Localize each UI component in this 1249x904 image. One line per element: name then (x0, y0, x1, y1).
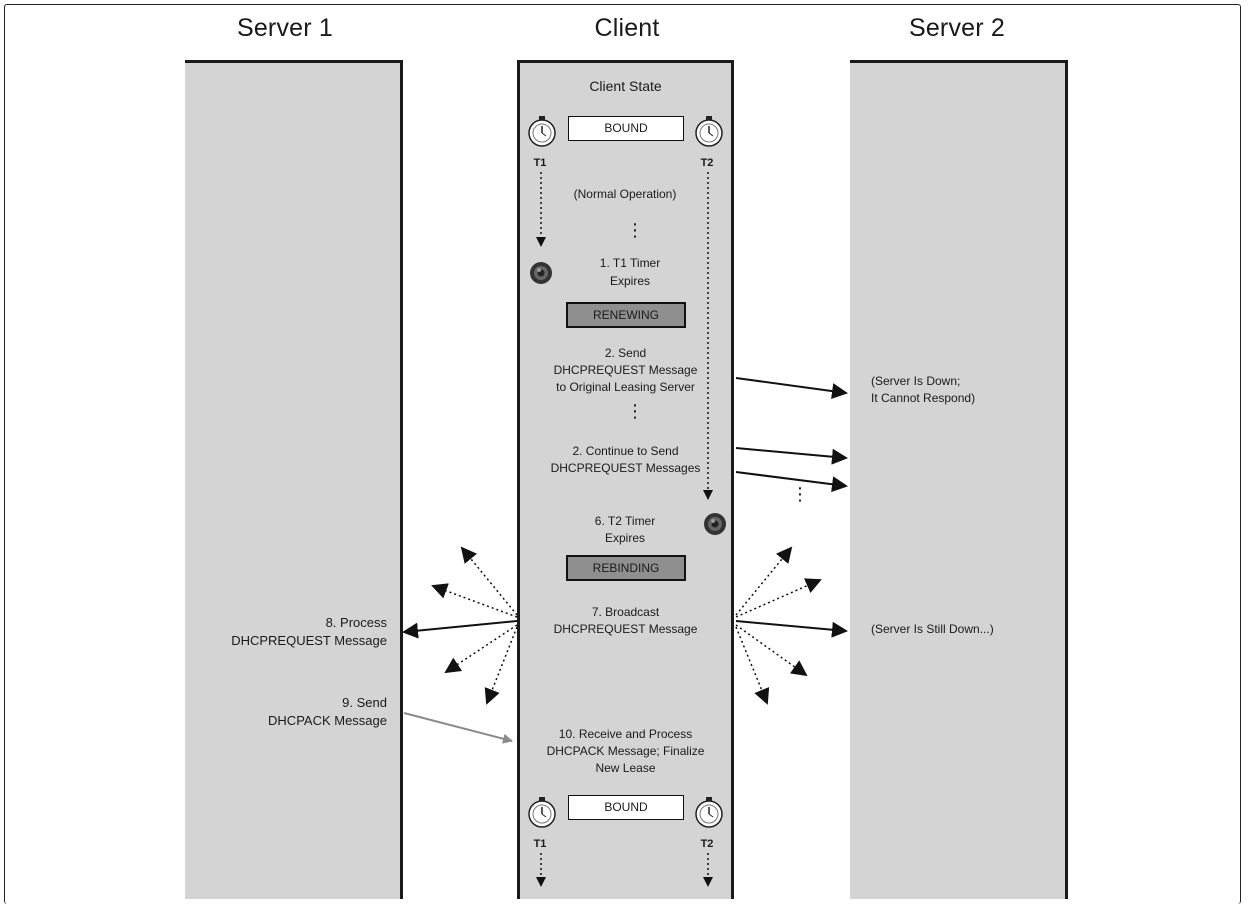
t1-label: T1 (533, 157, 547, 169)
server2-down-line2: It Cannot Respond) (871, 391, 976, 405)
step10-line1: 10. Receive and Process (558, 727, 693, 741)
step6-line2: Expires (604, 531, 645, 545)
dhcpack-arrow (403, 712, 513, 744)
step7-line2: DHCPREQUEST Message (553, 622, 698, 636)
step1-line2: Expires (609, 274, 650, 288)
server2-still-down: (Server Is Still Down...) (871, 622, 994, 636)
request-arrow-2 (735, 447, 848, 465)
step8-line1: 8. Process (325, 615, 387, 630)
client-state-heading: Client State (589, 78, 662, 94)
server1-title: Server 1 (236, 14, 334, 42)
step2b-line2: DHCPREQUEST Messages (550, 461, 701, 475)
server2-title: Server 2 (908, 14, 1006, 42)
broadcast-dotted-right-2 (735, 578, 822, 618)
server1-panel (185, 60, 403, 899)
stopwatch-icon-t1-top (528, 115, 556, 147)
state-renewing: RENEWING (566, 302, 686, 328)
step9-line2: DHCPACK Message (268, 713, 387, 728)
expired-timer-icon-t2 (704, 513, 726, 535)
step2-line2: DHCPREQUEST Message (553, 363, 698, 377)
expired-timer-icon-t1 (530, 262, 552, 284)
broadcast-dotted-right-4 (735, 626, 770, 705)
broadcast-dotted-right-3 (735, 624, 808, 677)
step9-line1: 9. Send (342, 695, 387, 710)
client-panel (517, 60, 734, 899)
step10-line2: DHCPACK Message; Finalize (546, 744, 705, 758)
client-title: Client (594, 14, 660, 42)
broadcast-dotted-left-2 (431, 583, 518, 618)
broadcast-arrow-server2 (735, 620, 848, 638)
step1-line1: 1. T1 Timer (599, 256, 661, 270)
step6-line1: 6. T2 Timer (594, 514, 656, 528)
t2-label: T2 (700, 157, 714, 169)
client-dots-2: ⋮ (626, 401, 644, 421)
step7-line1: 7. Broadcast (591, 605, 660, 619)
step10-line3: New Lease (595, 761, 656, 775)
step8-line2: DHCPREQUEST Message (231, 633, 387, 648)
step2-line1: 2. Send (604, 346, 647, 360)
t2-label-final: T2 (700, 838, 714, 850)
diagram-frame (4, 4, 1241, 904)
server2-dots: ⋮ (791, 484, 809, 504)
normal-operation: (Normal Operation) (573, 187, 677, 201)
step2-line3: to Original Leasing Server (556, 380, 695, 394)
client-dots-1: ⋮ (626, 220, 644, 240)
state-bound-final: BOUND (568, 795, 684, 820)
broadcast-dotted-left-3 (444, 624, 518, 674)
stopwatch-icon-t2-bottom (695, 796, 723, 828)
broadcast-arrow-server1 (402, 620, 518, 639)
server2-down-line1: (Server Is Down; (871, 374, 961, 388)
request-arrow-1 (735, 377, 848, 400)
t1-label-final: T1 (533, 838, 547, 850)
broadcast-dotted-left-1 (460, 546, 518, 616)
broadcast-dotted-left-4 (484, 626, 518, 705)
stopwatch-icon-t2-top (695, 115, 723, 147)
state-bound: BOUND (568, 116, 684, 141)
step2b-line1: 2. Continue to Send (572, 444, 679, 458)
state-rebinding: REBINDING (566, 555, 686, 581)
server2-panel (850, 60, 1068, 899)
stopwatch-icon-t1-bottom (528, 796, 556, 828)
request-arrow-3 (735, 471, 848, 493)
